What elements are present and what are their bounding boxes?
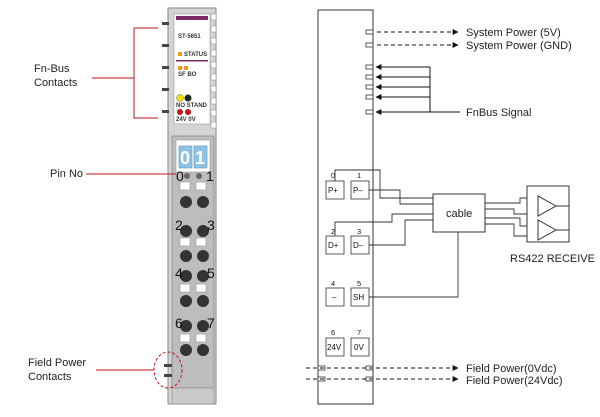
channel-display-1 [193,145,208,169]
cable-label: cable [446,208,472,220]
fnbus-contacts-label-line1: Fn-Bus [34,63,70,75]
stand-led [184,94,192,102]
left-callouts: Fn-Bus Contacts Pin No Field Power Conta… [28,27,183,389]
terminal-label: 0V [354,343,364,352]
terminal-number: 1 [357,171,361,180]
pin-number: 2 [175,217,183,233]
terminal-label: – [332,293,337,302]
channel-digit-1: 1 [195,148,205,168]
terminal-hole [197,270,209,282]
rs422-receive-label: RS422 RECEIVE [510,253,595,265]
terminal-box [325,337,345,357]
fnbus-signal-lines: FnBus Signal [375,64,531,119]
supply-led-0v [185,109,191,115]
field-power-circle [153,351,183,389]
pin-led [184,173,190,179]
terminal-number: 4 [331,279,335,288]
terminal-hole [180,270,192,282]
sf-led [178,66,182,70]
model-label: ST-5651 [178,34,201,40]
terminal-label: P+ [328,186,338,195]
terminal-blocks: 0 1 2 3 4 5 6 7 P+ P– D+ D– – SH 24V 0V [325,171,370,357]
terminal-hole [197,295,209,307]
terminal-hole [180,196,192,208]
pin-numbers: 0 1 2 3 4 5 6 7 [175,168,215,331]
terminal-hole [197,196,209,208]
terminal-number: 2 [331,227,335,236]
pin-number: 1 [206,168,214,184]
pin-number: 7 [207,315,215,331]
terminal-label: 24V [327,343,342,352]
bo-led [184,66,188,70]
terminal-hole [180,295,192,307]
terminal-hole [197,344,209,356]
system-power-gnd-label: System Power (GND) [466,40,572,52]
terminal-number: 0 [331,171,335,180]
pin-number: 3 [207,217,215,233]
channel-display-0 [178,145,193,169]
terminal-number: 3 [357,227,361,236]
terminal-box [350,337,370,357]
terminal-hole [180,250,192,262]
pin-number: 0 [176,168,184,184]
status-label: STATUS [184,52,207,58]
terminal-hole [197,320,209,332]
pin-number: 6 [175,315,183,331]
field-power-contacts-label-line2: Contacts [28,371,72,383]
system-power-5v-label: System Power (5V) [466,27,561,39]
supply-led-24v [177,109,183,115]
field-power-24v-label: Field Power(24Vdc) [466,375,563,387]
terminal-label: D– [353,241,364,250]
terminal-rows [179,173,209,356]
terminal-label: D+ [328,241,339,250]
pin-number: 5 [207,265,215,281]
terminal-label: P– [353,186,363,195]
fnbus-bracket [133,27,158,119]
no-led [176,94,184,102]
purple-stripe [176,16,208,20]
field-power-lines: Field Power(0Vdc) Field Power(24Vdc) [306,363,563,387]
field-power-0v-label: Field Power(0Vdc) [466,363,556,375]
supply-label: 24V 0V [176,117,196,123]
terminal-number: 5 [357,279,361,288]
terminal-label: SH [353,293,364,302]
field-power-pin [164,364,172,367]
terminal-number: 6 [331,328,335,337]
status-led [178,52,182,56]
fnbus-contact-pins [162,22,169,113]
terminal-hole [197,225,209,237]
module-ribs [210,13,217,129]
terminal-box [325,287,345,307]
pin-no-label: Pin No [50,168,83,180]
module-picture: ST-5651 STATUS SF BO NO STAND 24V 0V 0 1 [162,7,217,405]
cable-box [432,193,486,233]
terminal-hole [180,225,192,237]
field-power-contacts-label-line1: Field Power [28,357,86,369]
cable-wiring [334,169,538,298]
channel-digit-0: 0 [180,148,190,168]
terminal-number: 7 [357,328,361,337]
fnbus-contacts-label-line2: Contacts [34,77,78,89]
sf-bo-label: SF BO [178,72,197,78]
system-power-lines: System Power (5V) System Power (GND) [377,27,572,52]
no-stand-label: NO STAND [176,103,208,109]
rs422-receiver: RS422 RECEIVE [510,185,595,265]
field-power-pin [164,374,172,377]
terminal-hole [197,250,209,262]
terminal-hole [180,320,192,332]
fnbus-signal-label: FnBus Signal [466,107,531,119]
terminal-hole [180,344,192,356]
pin-number: 4 [175,265,183,281]
pin-led [196,173,202,179]
